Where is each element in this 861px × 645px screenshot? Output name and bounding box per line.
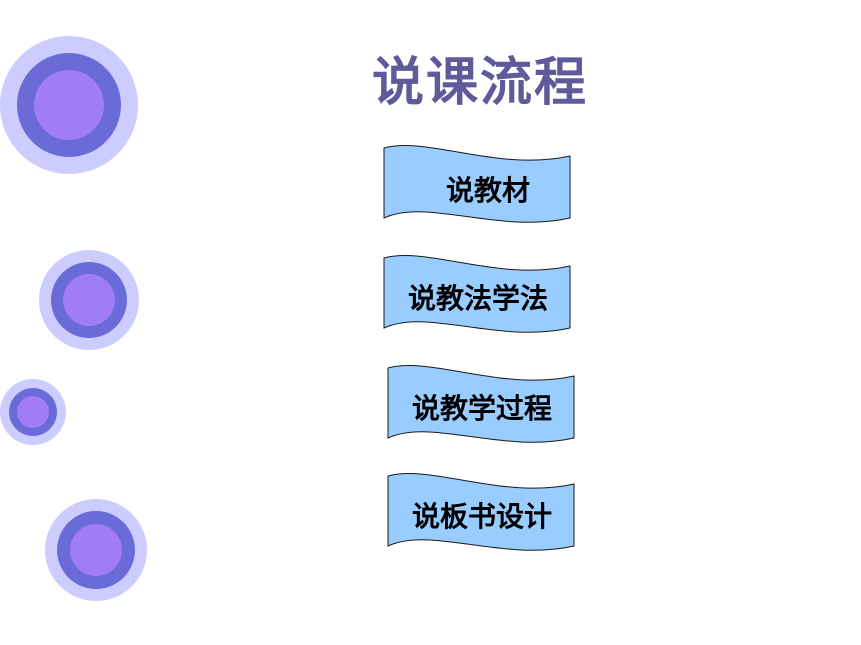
flow-banner-1: 说教材 xyxy=(378,142,578,232)
flow-banner-2-label: 说教法学法 xyxy=(407,282,548,315)
circle-medium-upper xyxy=(39,250,139,350)
wave-banner-shape xyxy=(383,255,571,333)
flow-banner-3: 说教学过程 xyxy=(382,362,582,452)
circle-medium-lower xyxy=(45,499,147,601)
flow-banner-4-label: 说板书设计 xyxy=(411,500,552,533)
flow-banner-4: 说板书设计 xyxy=(382,470,582,560)
circle-large-top xyxy=(0,36,138,174)
flow-banner-1-label: 说教材 xyxy=(445,174,530,207)
flow-banner-2: 说教法学法 xyxy=(378,252,578,342)
slide-title: 说课流程 xyxy=(371,53,588,113)
wave-banner-shape xyxy=(387,473,575,551)
wave-banner-shape xyxy=(387,365,575,443)
wave-banner-shape xyxy=(383,145,571,223)
circle-small xyxy=(0,379,66,445)
flow-banner-3-label: 说教学过程 xyxy=(411,392,552,425)
